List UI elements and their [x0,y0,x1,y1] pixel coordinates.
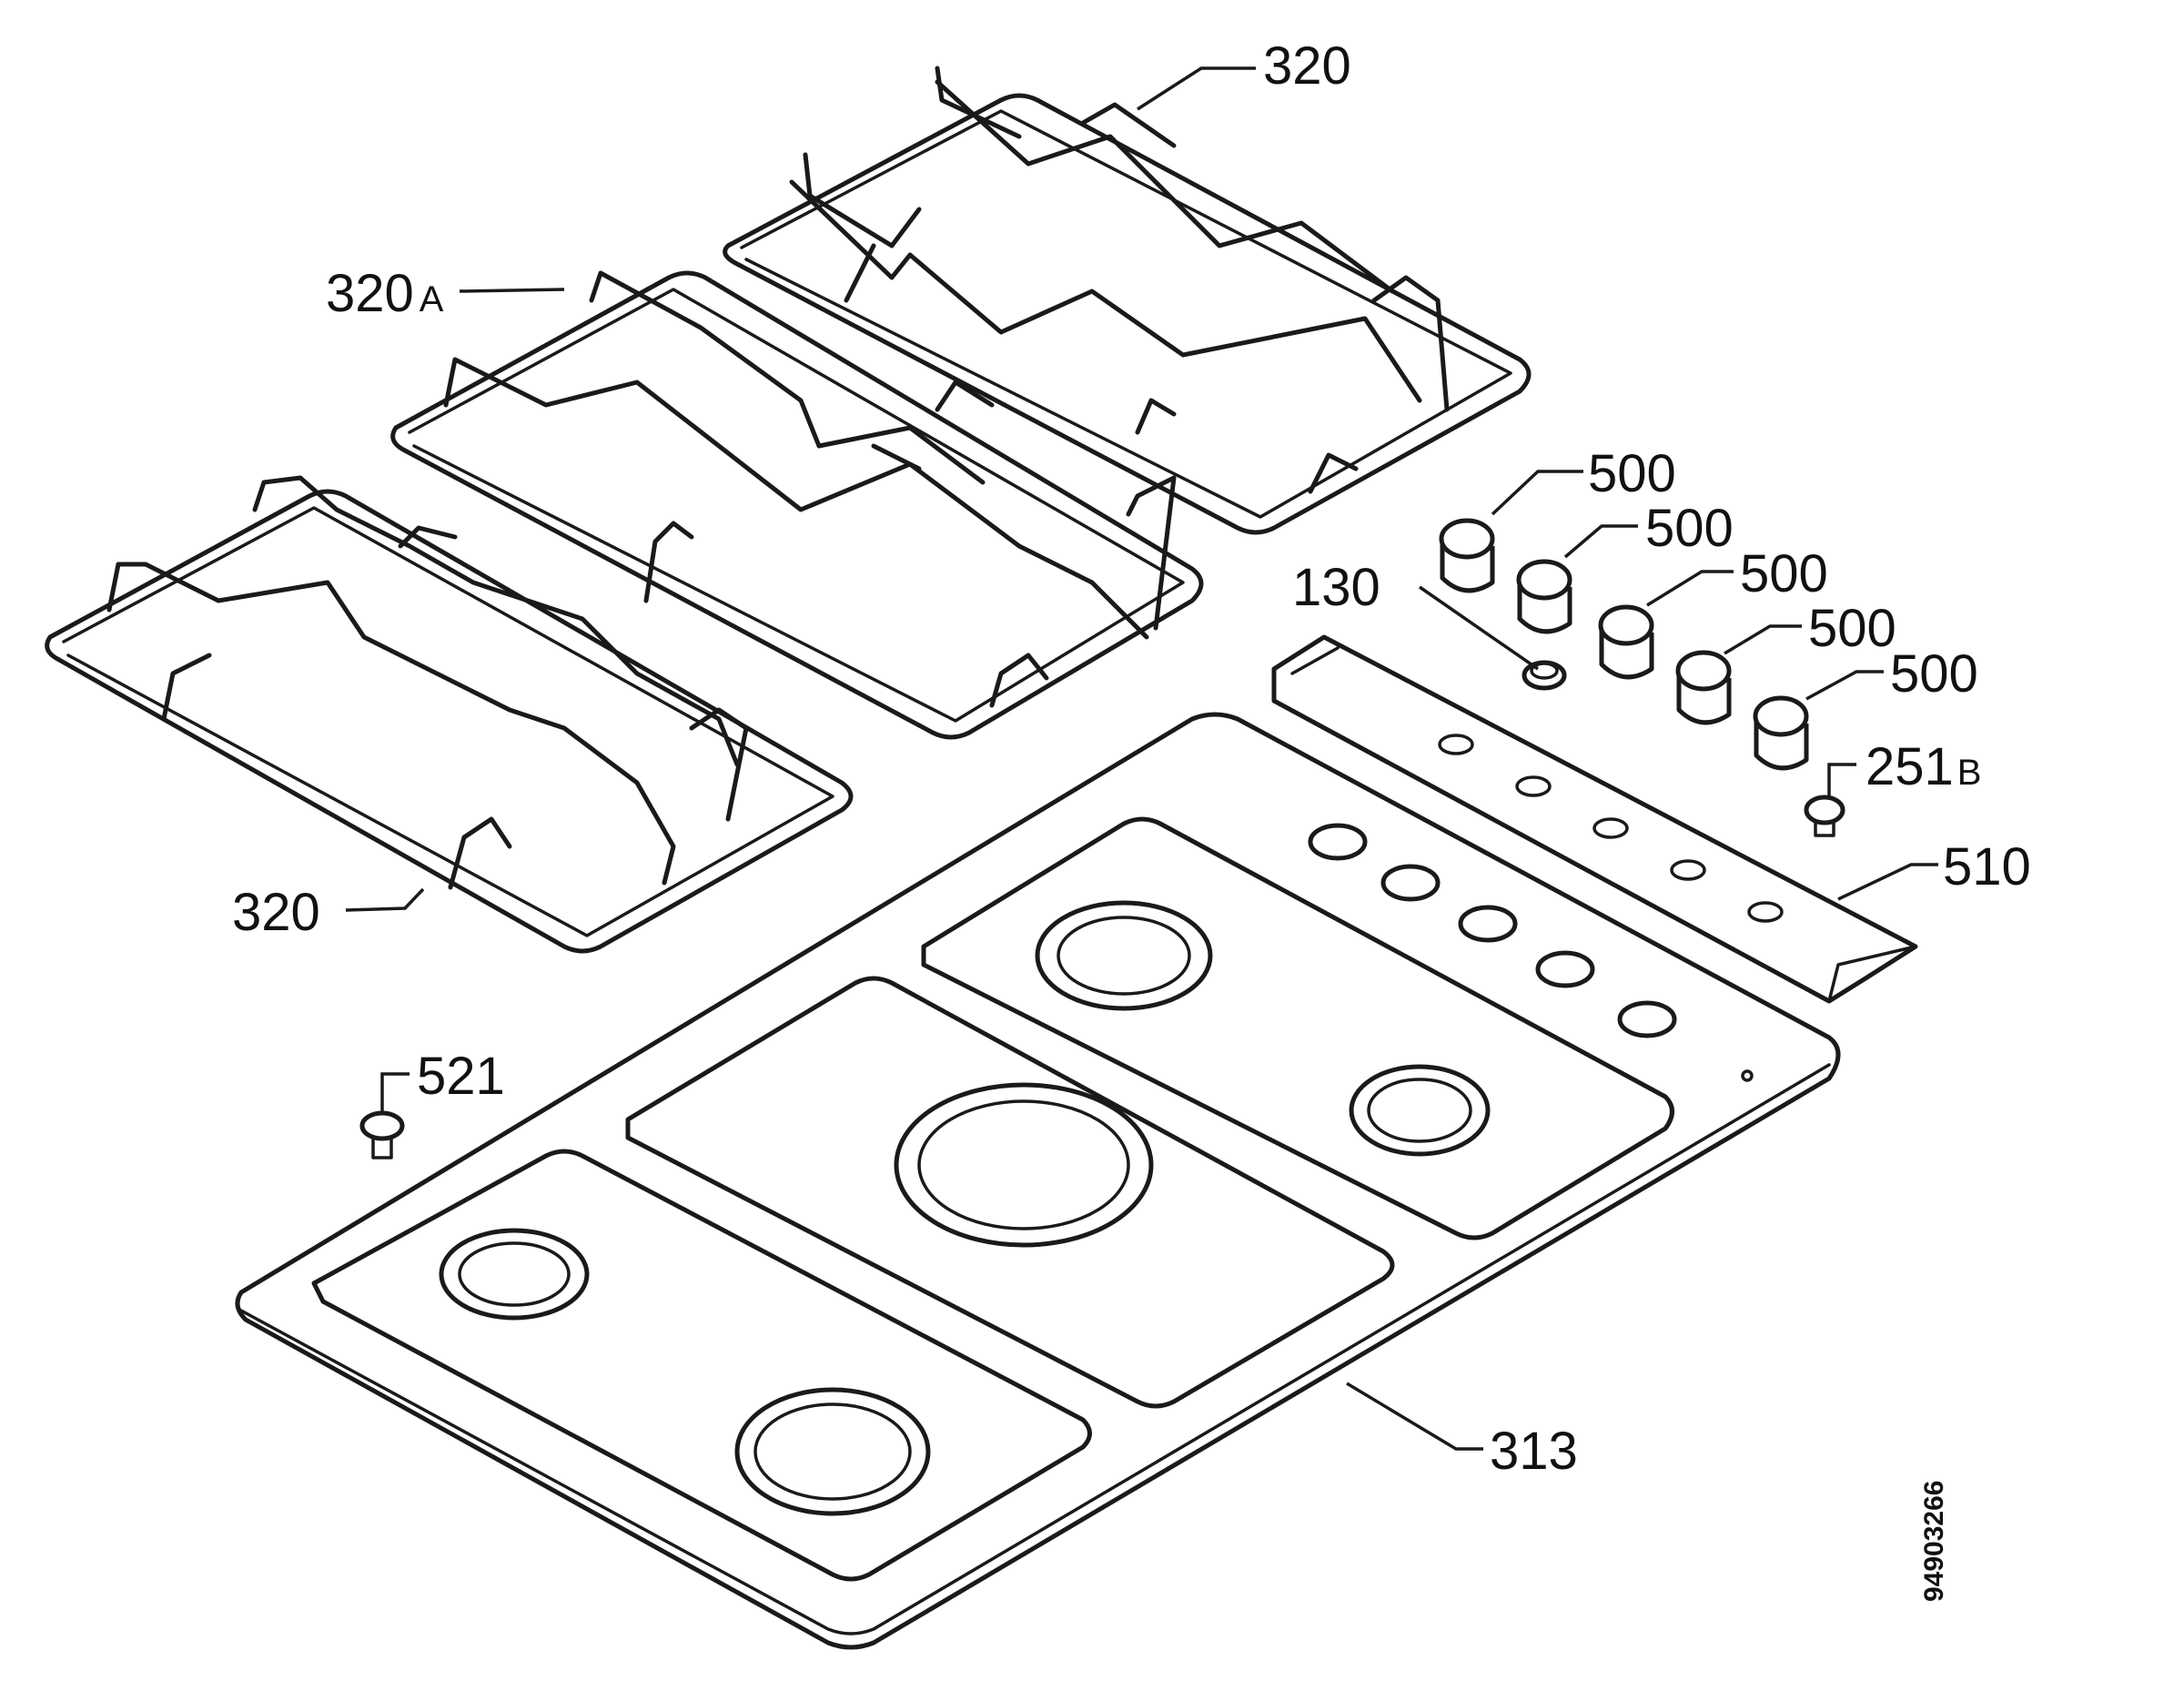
label-control-panel: 510 [1943,837,2031,896]
control-knob-5 [1753,695,1809,771]
label-grid-bottom: 320 [232,883,320,942]
control-knob-4 [1675,650,1732,725]
screw-left [359,1110,405,1159]
screw-right [1804,795,1845,837]
hob-top-plate [235,712,1841,1650]
label-hob-top: 313 [1490,1422,1578,1481]
igniter-button [1522,660,1567,691]
document-id: 94903266 [1919,1481,1949,1602]
label-grid-top: 320 [1263,36,1351,96]
label-igniter: 130 [1292,558,1380,617]
label-knob-1: 500 [1588,444,1676,503]
label-screw-left: 521 [417,1047,505,1106]
pan-support-grid-middle [390,270,1204,740]
control-panel-strip [1271,634,1918,1004]
label-knob-5: 500 [1890,644,1978,704]
label-knob-4: 500 [1808,599,1896,658]
leader-lines [345,66,1938,1451]
label-knob-3: 500 [1740,544,1828,603]
control-knob-3 [1598,604,1654,680]
label-knob-2: 500 [1645,499,1734,558]
pan-support-grid-top [723,66,1532,535]
control-knob-1 [1439,518,1495,593]
control-knob-2 [1516,559,1572,634]
pan-support-grid-bottom [45,475,854,954]
